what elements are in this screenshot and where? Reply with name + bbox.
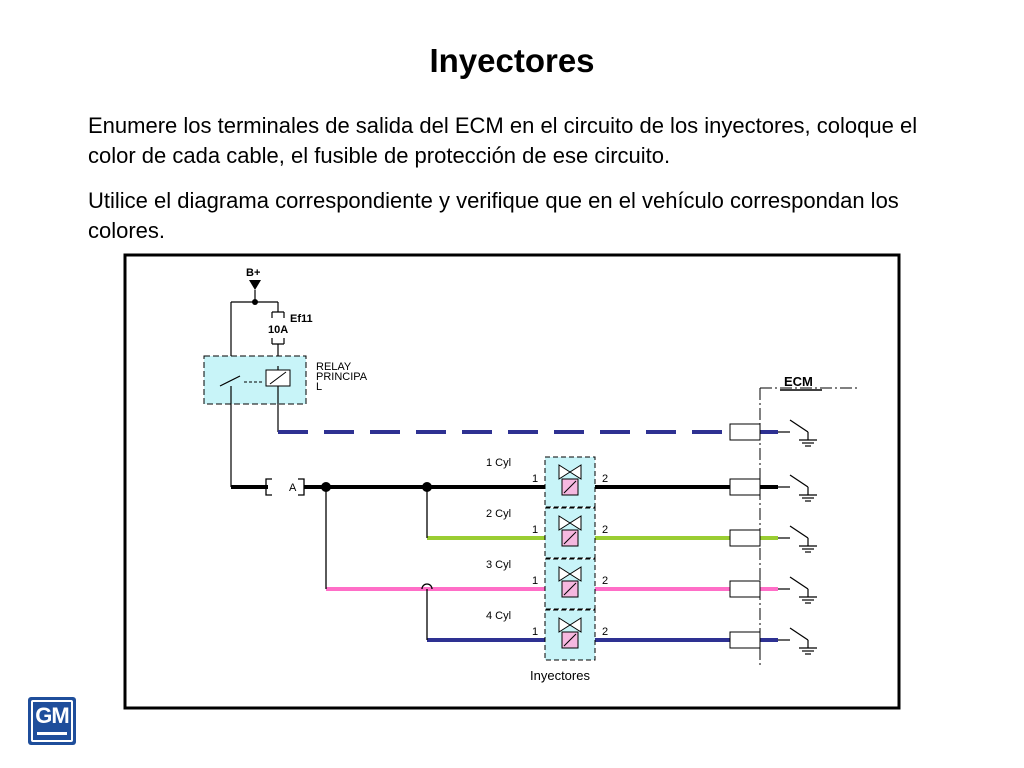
splice-node: [422, 482, 432, 492]
ecm-driver-cyl-1: [729, 474, 817, 502]
fuse-rating: 10A: [268, 324, 288, 336]
instruction-paragraph-2: Utilice el diagrama correspondiente y ve…: [88, 188, 899, 243]
injector-pin-2: 2: [602, 626, 608, 638]
injector-pin-1: 1: [532, 575, 538, 587]
ecm-terminal-icon: [729, 529, 761, 547]
relay-label-line-2: PRINCIPA: [316, 371, 368, 383]
relay-label-line-1: RELAY: [316, 361, 352, 373]
injector-valve-icon: [558, 617, 582, 633]
fuse-name: Ef11: [290, 313, 313, 325]
injector-pin-2: 2: [602, 473, 608, 485]
gm-logo: GM: [28, 697, 76, 745]
cylinder-label: 3 Cyl: [486, 559, 511, 571]
cylinder-label: 1 Cyl: [486, 457, 511, 469]
injector-pin-1: 1: [532, 626, 538, 638]
injector-pin-1: 1: [532, 473, 538, 485]
ecm-switch-icon: [789, 576, 809, 590]
ecm-terminal-icon: [729, 478, 761, 496]
injector-group-label: Inyectores: [530, 668, 590, 683]
injector-pin-2: 2: [602, 524, 608, 536]
connector-label: A: [289, 482, 297, 494]
ecm-label: ECM: [784, 374, 813, 389]
injector-pin-2: 2: [602, 575, 608, 587]
supply-arrow-icon: [249, 280, 261, 290]
ecm-driver-cyl-3: [729, 576, 817, 604]
ecm-terminal-icon: [729, 631, 761, 649]
fuse-icon: [271, 311, 285, 345]
ecm-driver-cyl-2: [729, 525, 817, 553]
relay-switch-icon: [219, 375, 241, 387]
injector-pin-1: 1: [532, 524, 538, 536]
wire-crossover: [421, 583, 433, 590]
ecm-switch-icon: [789, 419, 809, 433]
injector-cylinders: 1 Cyl 1 2 2 Cyl 1 2 3 Cyl 1 2 4 Cyl 1 2: [304, 419, 817, 661]
ecm-terminal-icon: [729, 423, 761, 441]
diagram-frame: [123, 253, 901, 710]
cylinder-label: 2 Cyl: [486, 508, 511, 520]
gm-logo-text: GM: [35, 703, 69, 728]
ecm-switch-icon: [789, 627, 809, 641]
ecm-terminal-icon: [729, 580, 761, 598]
slide-title: Inyectores: [429, 42, 595, 79]
injector-valve-icon: [558, 515, 582, 531]
main-relay-box: [203, 355, 307, 405]
cylinder-label: 4 Cyl: [486, 610, 511, 622]
relay-label-line-3: L: [316, 381, 322, 393]
ecm-switch-icon: [789, 525, 809, 539]
ecm-relay-driver: [729, 419, 817, 447]
splice-node: [321, 482, 331, 492]
injector-valve-icon: [558, 566, 582, 582]
instruction-paragraph-1: Enumere los terminales de salida del ECM…: [88, 113, 918, 168]
ecm-switch-icon: [789, 474, 809, 488]
supply-label: B+: [246, 267, 260, 279]
injector-valve-icon: [558, 464, 582, 480]
ecm-driver-cyl-4: [729, 627, 817, 655]
